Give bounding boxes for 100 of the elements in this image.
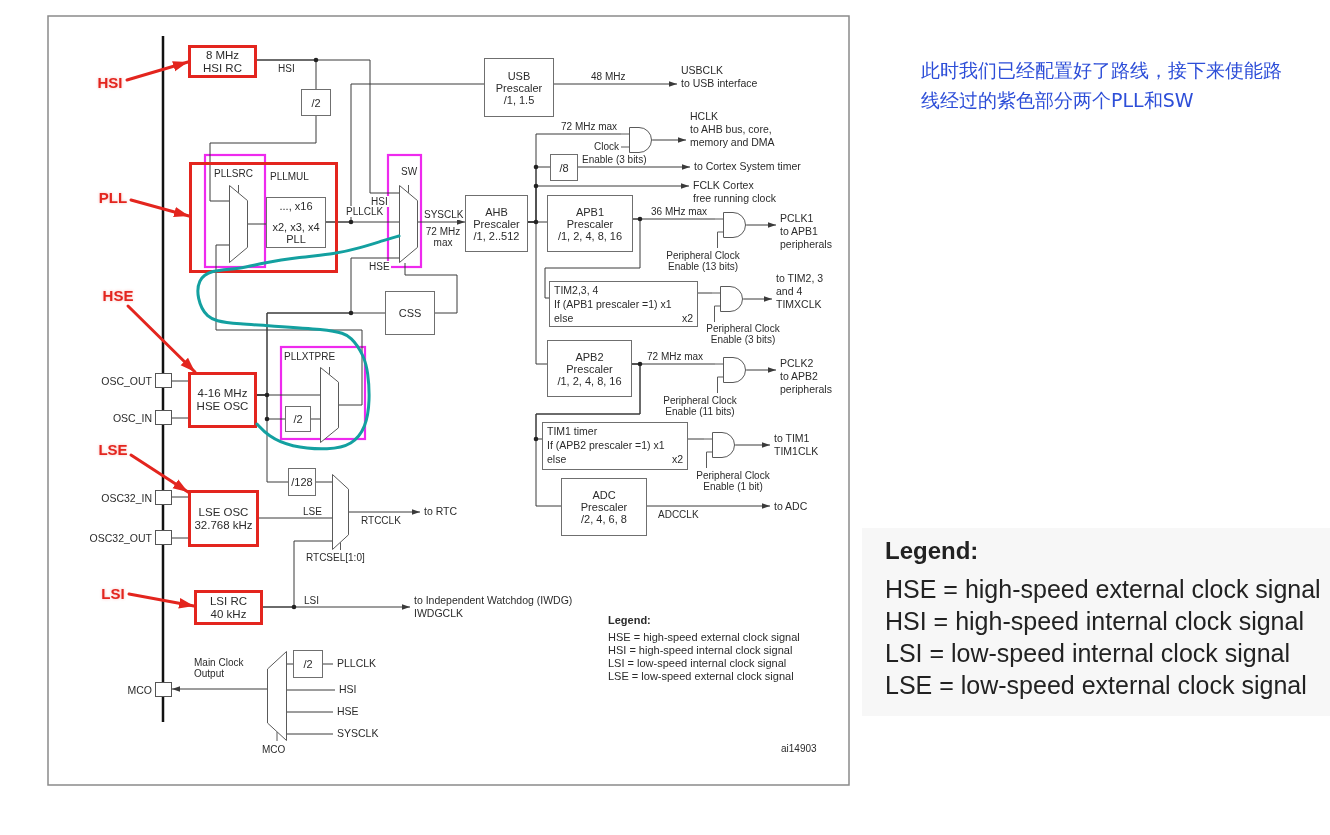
pin-pad <box>155 682 172 697</box>
legend-entry: HSI = high-speed internal clock signal <box>608 644 793 657</box>
oscillator-box <box>194 590 263 625</box>
box-label: /1, 2, 4, 8, 16 <box>557 229 623 242</box>
selector-label: PLLXTPRE <box>284 351 336 362</box>
box-label: /2 <box>293 413 303 425</box>
css-box <box>385 291 435 335</box>
edge-label: 36 MHz max <box>650 206 709 217</box>
annotation-label: LSI <box>97 584 129 604</box>
signal-label: PCLK1 <box>780 212 814 225</box>
signal-label: HSE <box>333 705 361 719</box>
signal-label: to ADC <box>770 500 812 513</box>
selector-label: PLLMUL <box>270 171 309 182</box>
edge-label: LSI <box>303 595 320 606</box>
pin-pad <box>155 490 172 505</box>
edge-label: HSE <box>368 261 391 272</box>
box-label: LSI RC <box>209 594 248 608</box>
connector-line <box>544 218 641 299</box>
connector-line <box>256 59 400 194</box>
signal-label: to APB1 peripherals <box>780 225 833 251</box>
signal-label: PLLCLK <box>333 657 379 671</box>
arrow <box>646 503 771 509</box>
box-label: PLL <box>286 233 306 245</box>
pin-pad <box>155 410 172 425</box>
box-label: TIM1 timer <box>547 425 598 437</box>
connector-line <box>697 292 713 294</box>
pin-label: MCO <box>126 684 152 696</box>
enable-label: Peripheral Clock Enable (3 bits) <box>705 323 781 345</box>
signal-label: HSI <box>335 683 359 697</box>
multiplexer-symbol <box>332 474 349 550</box>
edge-label: 72 MHz max <box>560 121 619 132</box>
arrow <box>348 509 421 515</box>
prescaler-box <box>484 58 554 117</box>
arrow <box>735 442 771 448</box>
box-label: else <box>554 312 574 324</box>
edge-label: 72 MHz max <box>646 351 705 362</box>
selector-label: PLLSRC <box>214 168 253 179</box>
signal-label: to TIM1 <box>774 432 810 445</box>
signal-label: to RTC <box>420 505 462 519</box>
arrow <box>417 219 466 225</box>
box-label: /1, 2..512 <box>473 229 520 242</box>
connector-line <box>325 83 485 223</box>
connector-line <box>258 517 333 519</box>
and-gate-symbol <box>704 432 736 468</box>
prescaler-box <box>547 340 632 397</box>
box-label: 4-16 MHz <box>197 387 248 400</box>
enable-label: Clock <box>593 141 619 152</box>
signal-label: 72 MHz max <box>424 226 462 248</box>
legend-title: Legend: <box>885 537 979 565</box>
annotation-label: HSI <box>93 73 127 93</box>
signal-label: free running clock <box>693 192 776 205</box>
box-label: If (APB1 prescaler =1) x1 <box>554 298 672 310</box>
multiplexer-symbol <box>267 651 287 741</box>
edge-label: HSI <box>277 63 296 74</box>
and-gate-symbol <box>715 212 747 248</box>
arrow <box>553 81 678 87</box>
connector-line <box>215 244 363 406</box>
box-label: x2, x3, x4 <box>272 221 320 233</box>
edge-label: RTCCLK <box>360 515 402 526</box>
box-label: /8 <box>559 161 569 174</box>
edge-label: ADCCLK <box>657 509 700 520</box>
signal-label: to TIM2, 3 and 4 <box>776 272 825 298</box>
pin-label: OSC32_IN <box>100 492 152 504</box>
connector-line <box>687 438 705 440</box>
annotation-arrow <box>126 304 197 374</box>
box-label: APB1 Prescaler <box>566 205 614 230</box>
box-label: /1, 2, 4, 8, 16 <box>557 374 622 387</box>
connector-line <box>262 540 333 608</box>
arrow <box>577 164 691 170</box>
connector-line <box>171 537 189 539</box>
box-label: /2 <box>303 658 313 670</box>
prescaler-box <box>561 478 647 536</box>
signal-label: to Cortex System timer <box>690 160 820 175</box>
connector-line <box>247 223 267 225</box>
multiplexer-symbol <box>229 185 248 263</box>
connector-line <box>286 689 336 691</box>
box-label: HSE OSC <box>196 400 249 413</box>
annotation-label: LSE <box>95 440 131 460</box>
legend-entry: LSI = low-speed internal clock signal <box>608 657 787 670</box>
pin-label: OSC_IN <box>111 412 152 424</box>
legend-entry: LSE = low-speed external clock signal <box>608 670 794 683</box>
signal-label: TIM1CLK <box>774 445 819 458</box>
edge-label: 48 MHz <box>590 71 627 82</box>
oscillator-box <box>188 490 259 547</box>
annotation-arrow <box>129 198 191 218</box>
box-label: /2 <box>311 96 321 109</box>
highlight-line <box>196 234 401 451</box>
box-label: CSS <box>398 307 422 319</box>
signal-label: to APB2 peripherals <box>780 370 833 396</box>
and-gate-symbol <box>712 286 744 322</box>
connector-line <box>286 711 334 713</box>
enable-label: Peripheral Clock Enable (13 bits) <box>665 250 741 272</box>
signal-label: to Independent Watchdog (IWDG) <box>414 594 573 607</box>
prescaler-box <box>547 195 633 252</box>
arrow <box>743 296 773 302</box>
timer-multiplier-box <box>549 281 698 327</box>
figure-id: ai14903 <box>781 743 817 754</box>
arrow <box>171 686 268 692</box>
edge-label: SYSCLK <box>423 209 465 220</box>
connector-line <box>322 663 334 665</box>
